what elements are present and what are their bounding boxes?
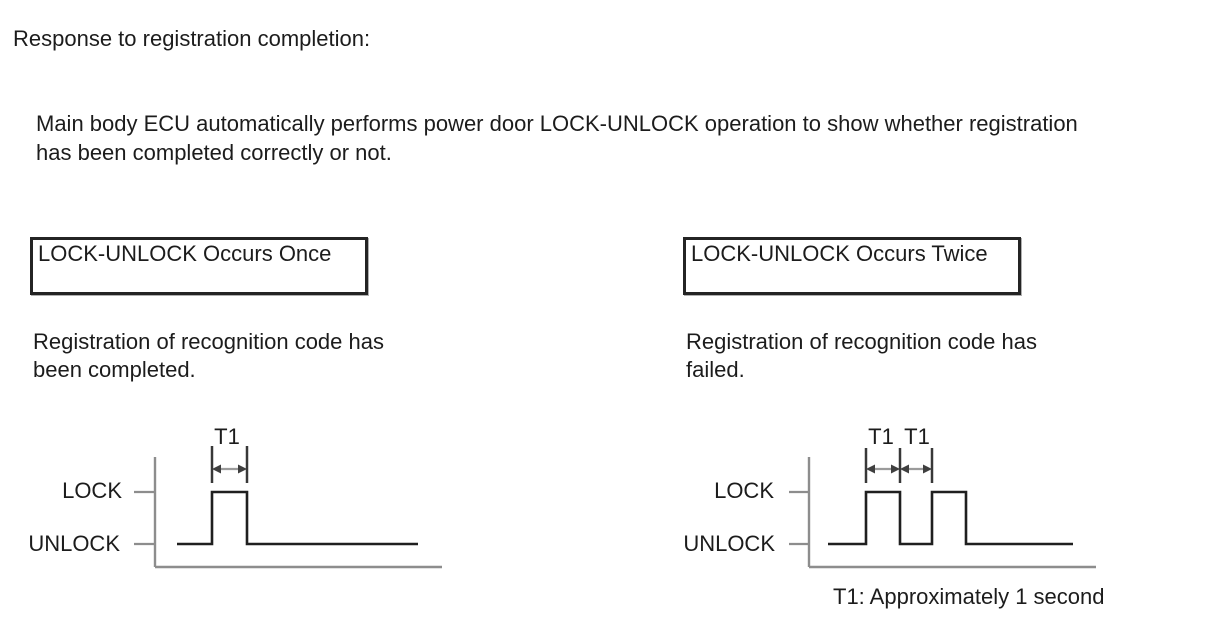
arrow-head-left-icon xyxy=(212,464,221,474)
arrow-head-icon xyxy=(900,464,909,474)
caption-line: Registration of recognition code has xyxy=(686,329,1037,354)
timing-label-t1: T1 xyxy=(868,424,894,449)
description-line: Main body ECU automatically performs pow… xyxy=(36,111,1078,136)
lock-level-label: LOCK xyxy=(62,478,122,503)
caption-completed: Registration of recognition code has bee… xyxy=(33,328,384,384)
arrow-head-right-icon xyxy=(238,464,247,474)
page-title: Response to registration completion: xyxy=(13,26,371,51)
result-box-once-label: LOCK-UNLOCK Occurs Once xyxy=(38,241,332,266)
result-box-once: LOCK-UNLOCK Occurs Once xyxy=(30,237,368,295)
arrow-head-icon xyxy=(891,464,900,474)
caption-line: failed. xyxy=(686,357,745,382)
lock-unlock-signal-once xyxy=(177,490,418,546)
timing-label-t1: T1 xyxy=(904,424,930,449)
timing-label-t1: T1 xyxy=(214,424,240,449)
lock-unlock-signal-twice xyxy=(828,490,1073,546)
description: Main body ECU automatically performs pow… xyxy=(36,109,1078,167)
unlock-level-label: UNLOCK xyxy=(683,531,775,556)
caption-failed: Registration of recognition code has fai… xyxy=(686,328,1037,384)
unlock-level-label: UNLOCK xyxy=(28,531,120,556)
result-box-twice-label: LOCK-UNLOCK Occurs Twice xyxy=(691,241,988,266)
arrow-head-icon xyxy=(923,464,932,474)
timing-note: T1: Approximately 1 second xyxy=(833,584,1105,609)
result-box-twice: LOCK-UNLOCK Occurs Twice xyxy=(683,237,1021,295)
waveform-twice-diagram: T1 T1 LOCK UNLOCK xyxy=(683,424,1096,569)
lock-level-label: LOCK xyxy=(714,478,774,503)
arrow-head-icon xyxy=(866,464,875,474)
waveform-once-diagram: T1 LOCK UNLOCK xyxy=(28,424,442,569)
caption-line: Registration of recognition code has xyxy=(33,329,384,354)
caption-line: been completed. xyxy=(33,357,196,382)
description-line: has been completed correctly or not. xyxy=(36,140,392,165)
